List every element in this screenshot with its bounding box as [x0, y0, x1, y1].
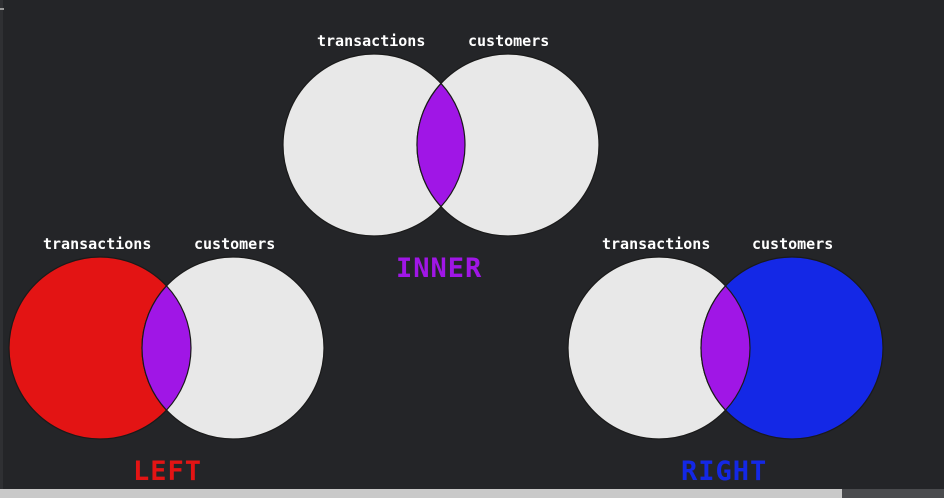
right-join-venn — [567, 256, 884, 440]
left-left-set-label: transactions — [43, 235, 152, 253]
gutter-marker — [0, 8, 4, 10]
horizontal-scrollbar[interactable] — [0, 489, 944, 498]
inner-join-venn — [282, 53, 600, 237]
inner-right-set-label: customers — [468, 32, 550, 50]
left-join-label: LEFT — [133, 456, 203, 487]
scrollbar-thumb[interactable] — [0, 489, 842, 498]
right-left-set-label: transactions — [602, 235, 711, 253]
left-right-set-label: customers — [194, 235, 276, 253]
inner-left-set-label: transactions — [317, 32, 426, 50]
inner-intersection — [416, 82, 466, 208]
left-join-venn — [8, 256, 325, 440]
inner-join-label: INNER — [396, 253, 483, 284]
editor-gutter — [0, 0, 3, 490]
right-join-label: RIGHT — [681, 456, 768, 487]
right-right-set-label: customers — [752, 235, 834, 253]
left-intersection — [141, 285, 192, 411]
right-intersection — [700, 285, 751, 411]
